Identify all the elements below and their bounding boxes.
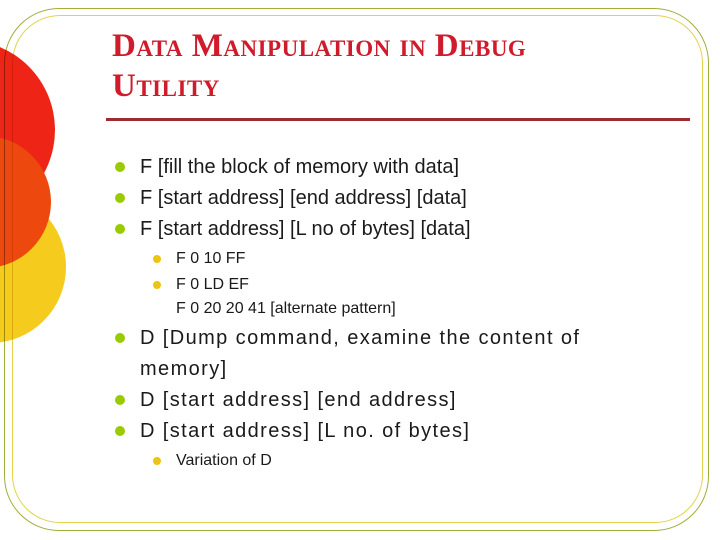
sub-bullet-item: F 0 10 FF — [0, 247, 706, 271]
bullet-icon — [115, 193, 125, 203]
sub-bullet-item: F 0 LD EF F 0 20 20 41 [alternate patter… — [0, 273, 706, 321]
bullet-text: F [start address] [L no of bytes] [data] — [140, 218, 471, 240]
title-underline — [106, 118, 690, 121]
bullet-icon — [115, 333, 125, 343]
bullet-icon — [115, 426, 125, 436]
sub-bullet-item: Variation of D — [0, 449, 706, 473]
bullet-item: D [start address] [L no. of bytes] — [0, 416, 706, 447]
bullet-item: F [start address] [L no of bytes] [data] — [0, 214, 706, 245]
bullet-text: F [fill the block of memory with data] — [140, 156, 460, 178]
bullet-icon — [115, 395, 125, 405]
bullet-item: F [start address] [end address] [data] — [0, 183, 706, 214]
bullet-text: F 0 10 FF — [176, 250, 246, 267]
bullet-item: F [fill the block of memory with data] — [0, 152, 706, 183]
bullet-text: D [Dump command, examine the content of … — [140, 327, 581, 380]
bullet-text: D [start address] [L no. of bytes] — [140, 420, 471, 442]
bullet-icon — [115, 162, 125, 172]
bullet-item: D [start address] [end address] — [0, 385, 706, 416]
bullet-text: F 0 LD EF F 0 20 20 41 [alternate patter… — [176, 276, 396, 317]
bullet-text: D [start address] [end address] — [140, 389, 457, 411]
bullet-text: Variation of D — [176, 452, 272, 469]
sub-bullet-icon — [153, 255, 161, 263]
sub-bullet-icon — [153, 281, 161, 289]
bullet-text: F [start address] [end address] [data] — [140, 187, 467, 209]
bullet-list: F [fill the block of memory with data] F … — [0, 152, 706, 475]
slide-title: Data Manipulation in Debug Utility — [112, 28, 527, 104]
bullet-icon — [115, 224, 125, 234]
sub-bullet-icon — [153, 457, 161, 465]
bullet-item: D [Dump command, examine the content of … — [0, 323, 706, 385]
